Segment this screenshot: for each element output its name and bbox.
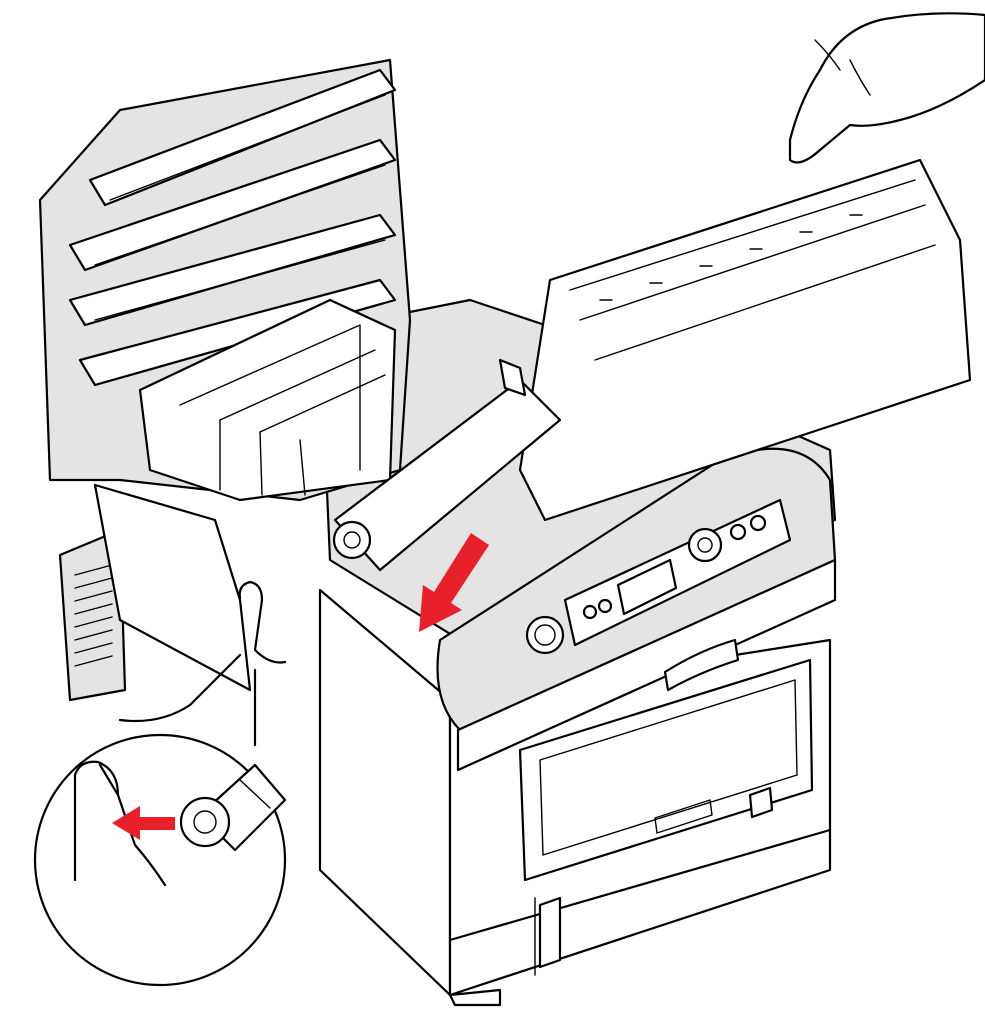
lcd-display	[616, 558, 678, 616]
side-vent	[74, 564, 113, 667]
led-head-stack	[68, 68, 397, 387]
panel-led	[597, 598, 613, 614]
panel-button	[729, 523, 747, 541]
power-button	[525, 615, 565, 655]
magnifier-inset-icon	[33, 653, 287, 987]
navigation-button	[687, 527, 723, 563]
image-drum-icon	[332, 158, 972, 572]
paper-level-indicator	[538, 896, 562, 969]
panel-led	[582, 604, 598, 620]
arrow-left-icon	[112, 806, 175, 840]
control-panel	[563, 498, 792, 647]
open-top-cover	[38, 58, 412, 692]
drum-shaft-end	[332, 520, 372, 560]
printer-body	[58, 298, 837, 1007]
hand-icon	[788, 12, 985, 164]
cover-side-panel	[93, 483, 252, 692]
arrow-down-icon	[419, 533, 489, 632]
front-handle	[663, 638, 740, 692]
panel-button	[749, 514, 767, 532]
multipurpose-tray-cover	[518, 658, 814, 882]
retaining-hook	[238, 580, 287, 664]
